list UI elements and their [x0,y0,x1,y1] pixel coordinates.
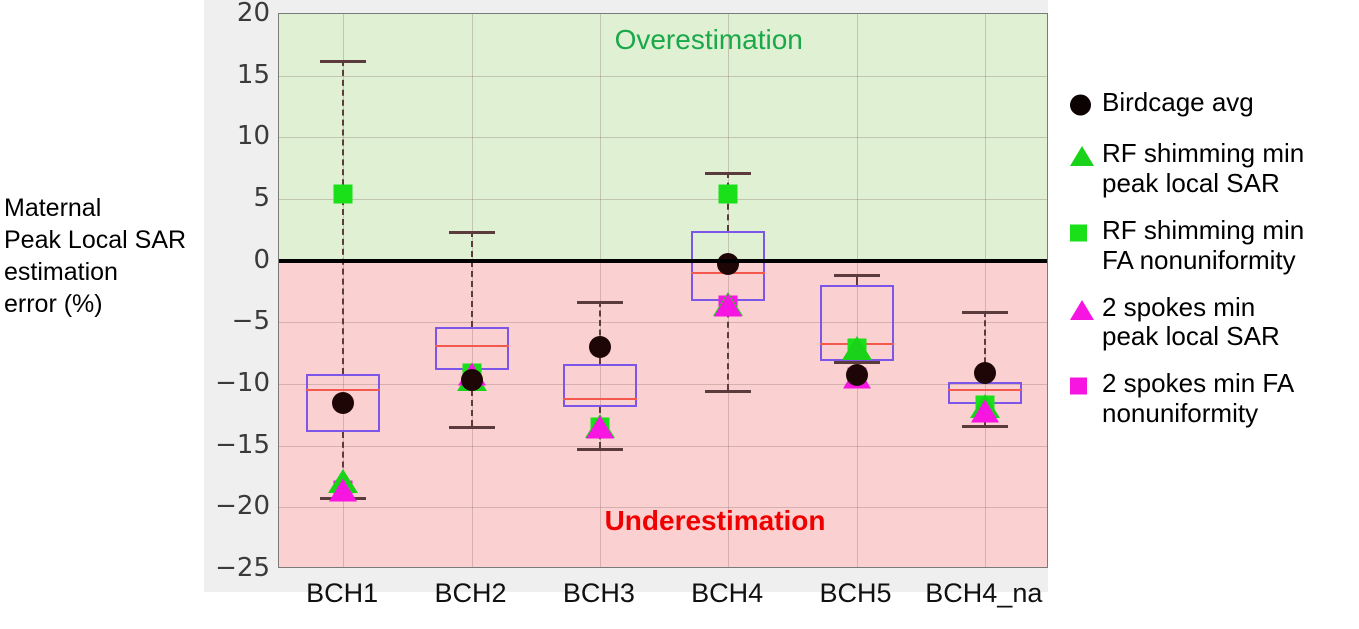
underestimation-annotation: Underestimation [604,504,826,536]
box-bch3 [562,364,637,408]
y-tick-label: 0 [253,244,270,275]
cap-lower [705,390,752,394]
median-line [434,344,509,347]
y-tick-label: −25 [215,553,270,583]
data-marker-square [333,184,353,204]
data-marker-triangle [585,415,614,439]
whisker-lower [727,301,730,391]
cap-upper [576,301,623,305]
y-tick-label: −20 [215,491,270,522]
cap-upper [833,274,880,278]
legend-item-0[interactable]: Birdcage avg [1062,87,1359,122]
legend-item-1[interactable]: RF shimming min peak local SAR [1062,138,1359,199]
whisker-upper [598,301,601,365]
gridline-horizontal [279,507,1047,509]
y-tick-label: −10 [215,368,270,398]
filled-triangle-icon [1062,139,1102,173]
legend-item-label: 2 spokes min FA nonuniformity [1102,368,1295,429]
cap-upper [705,171,752,175]
filled-square-icon [1062,216,1102,250]
median-line [562,397,637,400]
data-marker-circle [845,364,868,387]
whisker-upper [470,231,473,328]
x-tick-label-bch5: BCH5 [819,578,892,608]
cap-lower [448,425,495,429]
data-marker-circle [332,391,355,414]
data-marker-triangle [970,399,999,423]
gridline-horizontal [279,384,1047,385]
band-underestimation [279,260,1047,567]
legend-item-3[interactable]: 2 spokes min peak local SAR [1062,291,1359,353]
plot-area: Overestimation Underestimation [278,13,1048,568]
x-tick-label-bch1: BCH1 [306,578,379,608]
data-marker-square [718,184,738,204]
y-tick-label: −5 [231,306,270,337]
gridline-horizontal [279,445,1047,447]
y-axis-label: Maternal Peak Local SAR estimation error… [4,194,187,318]
gridline-vertical [728,14,730,567]
cap-upper [961,311,1008,315]
x-tick-label-bch2: BCH2 [434,578,507,608]
legend-item-label: RF shimming min FA nonuniformity [1102,214,1305,275]
data-marker-circle [588,336,611,358]
chart-legend: Birdcage avg RF shimming min peak local S… [1062,87,1359,446]
x-tick-label-bch3: BCH3 [562,578,635,608]
gridline-horizontal [279,322,1047,324]
gridline-horizontal [279,75,1047,77]
x-tick-label-bch4_na: BCH4_na [925,578,1043,608]
whisker-upper [855,274,858,286]
y-tick-label: 15 [236,59,270,90]
cap-lower [576,448,623,452]
band-overestimation [279,14,1047,261]
y-tick-label: −15 [215,429,270,460]
y-tick-label: 20 [236,0,270,28]
filled-circle-icon [1062,88,1102,122]
gridline-vertical [856,14,858,567]
y-tick-label: 10 [236,121,270,152]
median-line [947,388,1022,391]
legend-item-label: 2 spokes min peak local SAR [1102,291,1280,352]
legend-item-2[interactable]: RF shimming min FA nonuniformity [1062,214,1359,276]
whisker-upper [342,59,345,375]
cap-lower [961,424,1008,428]
x-tick-label-bch4: BCH4 [691,578,764,608]
y-tick-label: 5 [253,183,270,213]
box-bch1 [306,374,381,433]
filled-triangle-icon [1062,293,1102,327]
data-marker-circle [460,369,483,392]
cap-upper [320,59,367,63]
gridline-horizontal [279,199,1047,200]
median-line [306,388,381,391]
data-marker-triangle [841,336,872,361]
gridline-vertical [984,14,986,567]
cap-upper [448,231,495,235]
legend-item-label: RF shimming min peak local SAR [1102,138,1305,198]
data-marker-triangle [329,478,358,502]
filled-square-icon [1062,369,1102,403]
cap-lower [833,360,880,364]
overestimation-annotation: Overestimation [614,23,803,55]
data-marker-circle [717,253,740,276]
zero-reference-line [279,258,1047,263]
legend-item-4[interactable]: 2 spokes min FA nonuniformity [1062,368,1359,429]
whisker-lower [342,432,345,498]
data-marker-triangle [714,293,743,317]
legend-item-label: Birdcage avg [1102,87,1254,117]
data-marker-circle [973,361,996,384]
whisker-lower [470,370,473,426]
gridline-horizontal [279,137,1047,139]
gridline-vertical [599,14,601,567]
whisker-upper [983,311,986,382]
